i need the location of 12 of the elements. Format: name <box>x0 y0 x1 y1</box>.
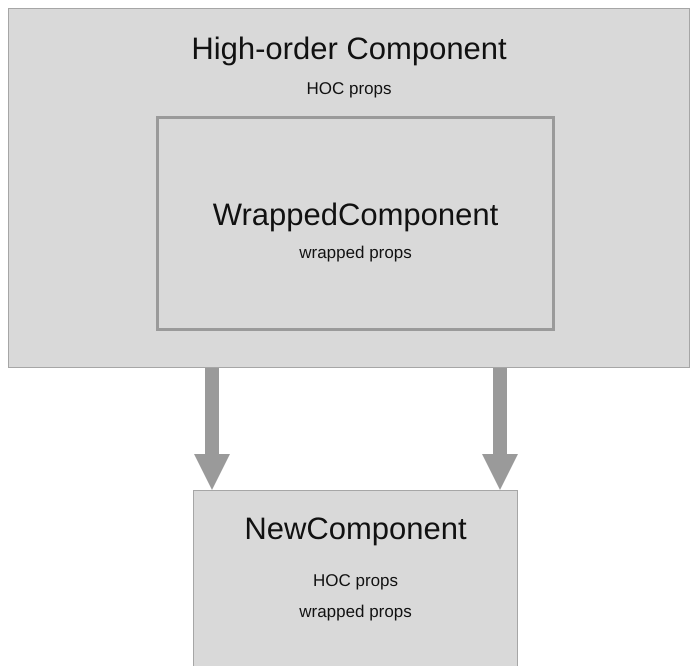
component-title: High-order Component <box>190 31 508 67</box>
props-label: HOC props <box>305 79 393 99</box>
component-title: NewComponent <box>243 511 468 547</box>
inner-component-box <box>156 116 555 331</box>
component-box <box>8 8 690 368</box>
arrow <box>194 368 230 490</box>
props-label: wrapped props <box>298 243 413 263</box>
arrow <box>482 368 518 490</box>
component-box <box>193 490 518 666</box>
component-title: WrappedComponent <box>212 197 500 233</box>
props-label: wrapped props <box>298 602 413 622</box>
props-label: HOC props <box>312 571 400 591</box>
